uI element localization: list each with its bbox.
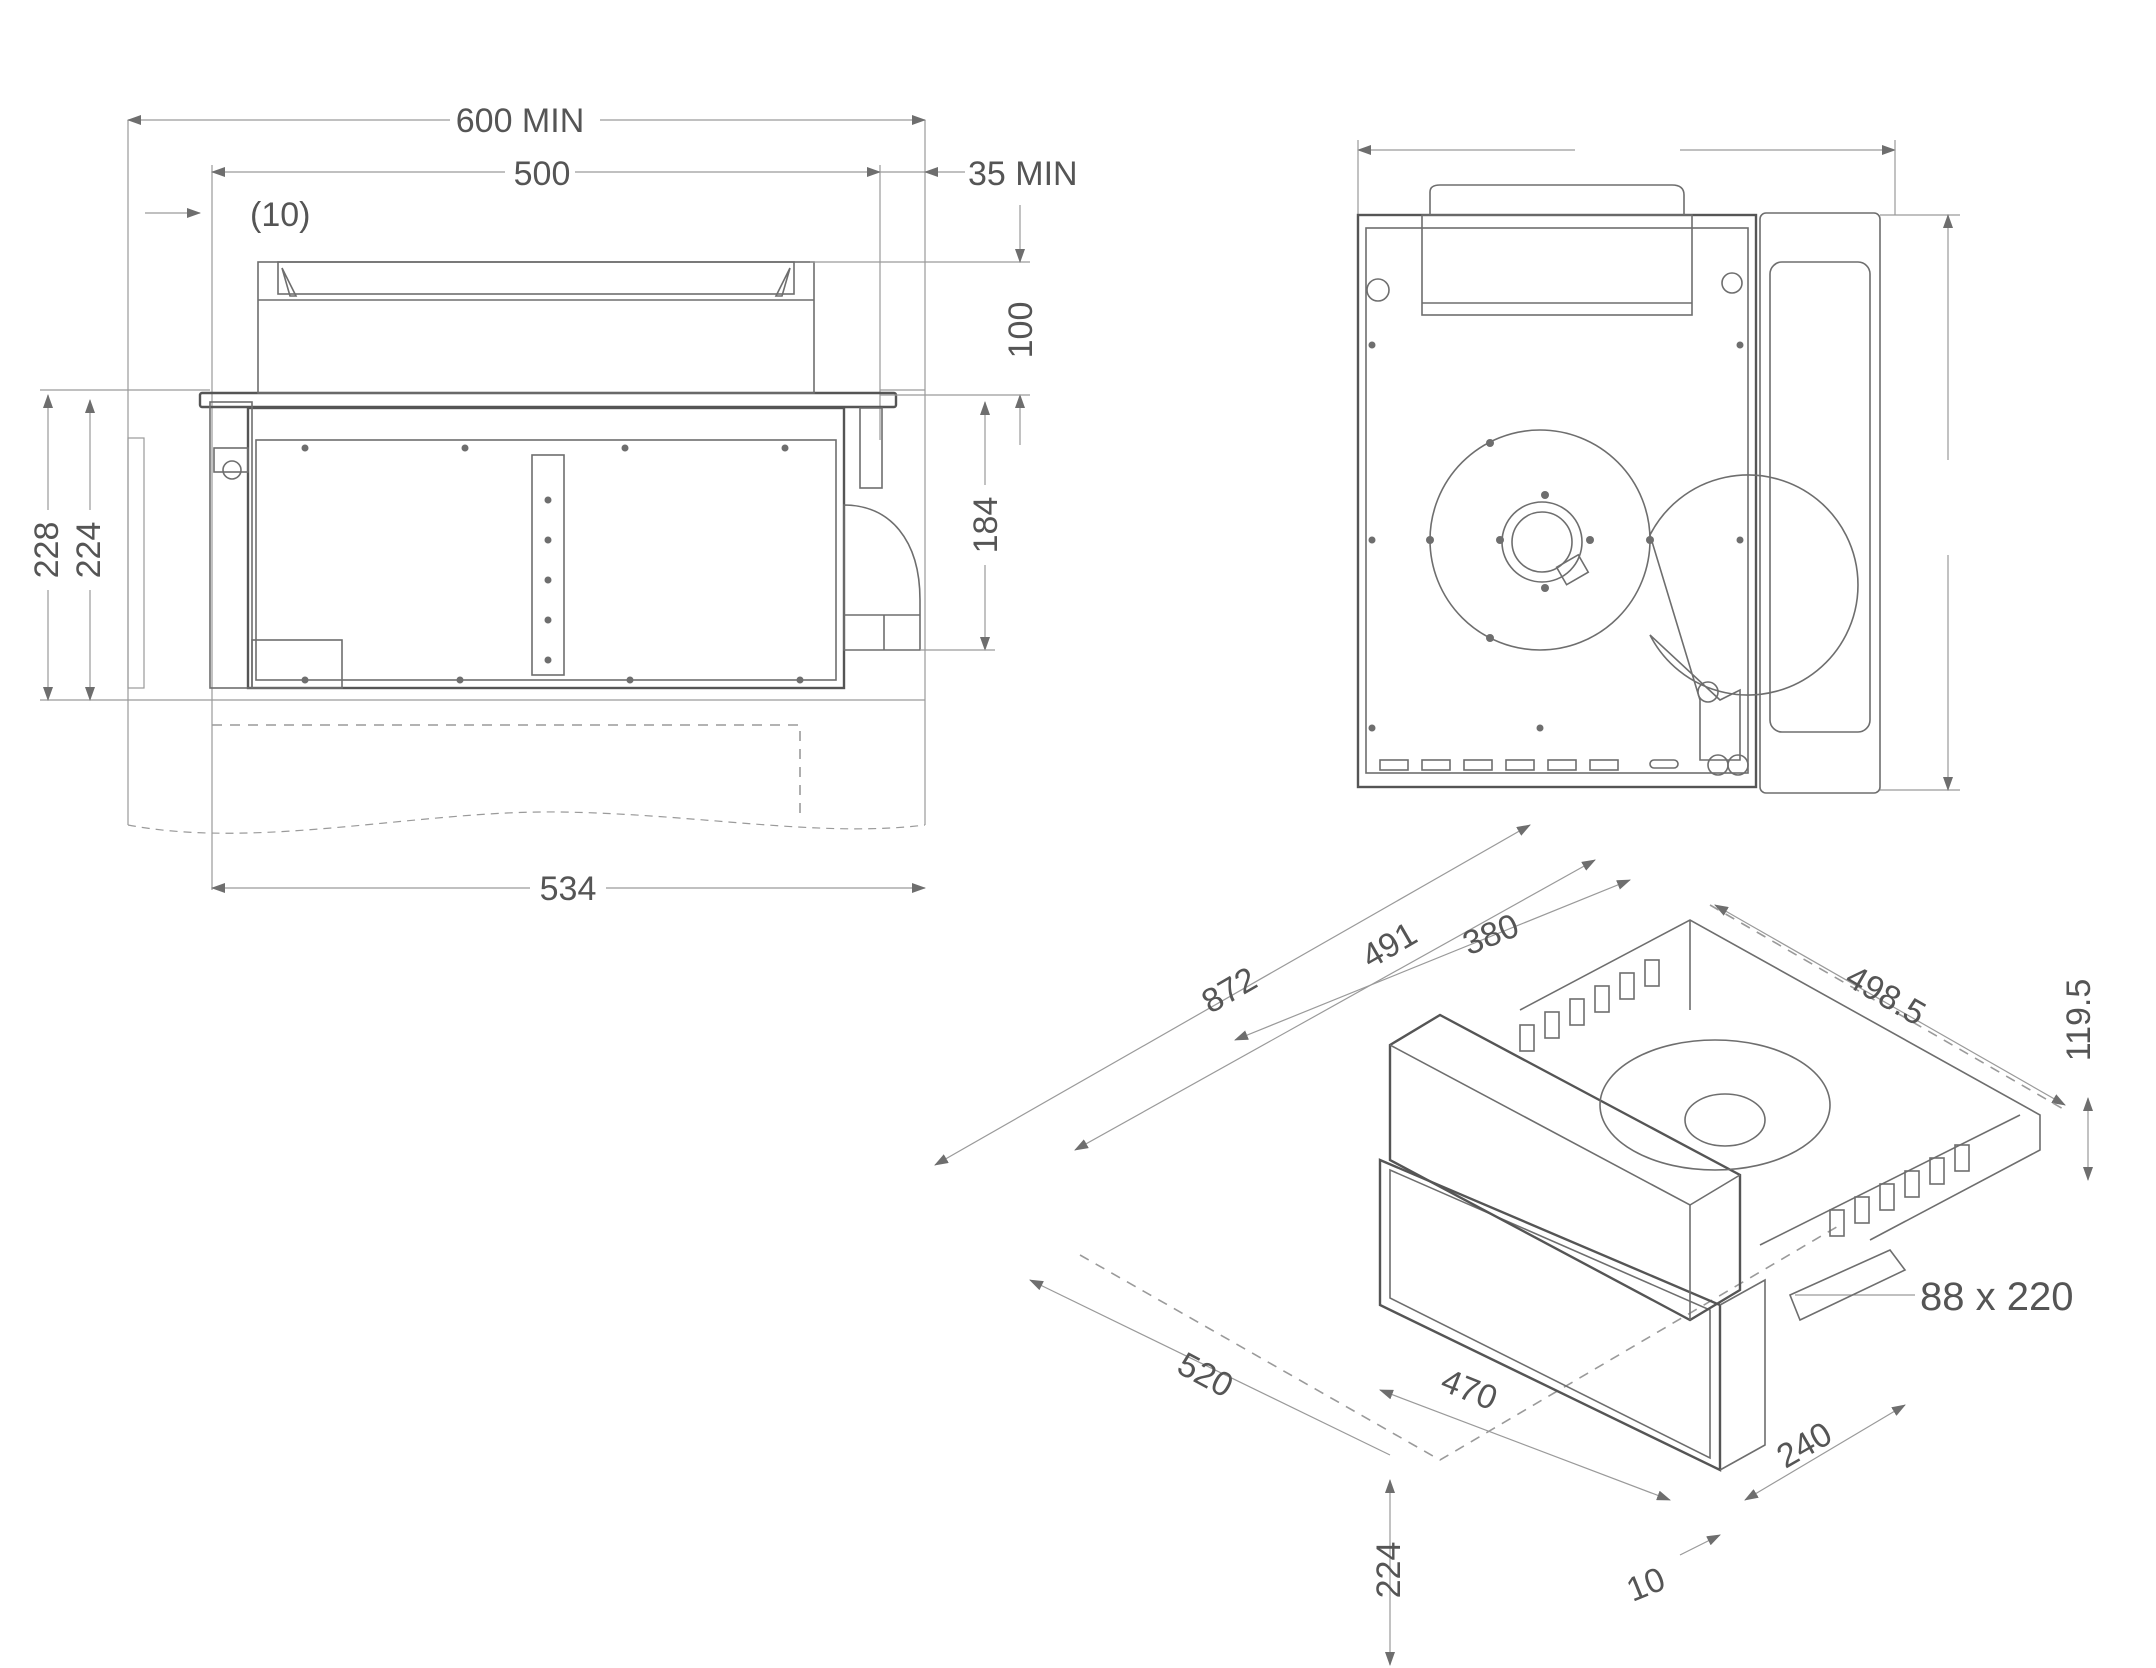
front-dimensions — [43, 115, 1030, 893]
dim-380: 380 — [1457, 907, 1524, 963]
dim-offset-10: (10) — [250, 196, 310, 234]
dim-491: 491 — [1355, 915, 1423, 976]
dim-100: 100 — [1002, 302, 1040, 359]
dim-10-iso: 10 — [1621, 1560, 1670, 1609]
dim-240: 240 — [1770, 1415, 1838, 1476]
dim-600-min: 600 MIN — [456, 102, 585, 140]
dim-470: 470 — [1436, 1362, 1503, 1418]
motor-box — [209, 401, 921, 690]
dim-184: 184 — [967, 497, 1005, 554]
duct-size-label: 88 x 220 — [1920, 1275, 2073, 1319]
dim-228: 228 — [28, 522, 66, 579]
dim-498-5: 498.5 — [1839, 958, 1932, 1033]
riser-assembly — [198, 261, 898, 409]
dim-500: 500 — [514, 155, 571, 193]
dim-35-min: 35 MIN — [968, 155, 1078, 193]
dim-119-5: 119.5 — [2060, 979, 2098, 1062]
front-view: 600 MIN 500 (10) 35 MIN 100 228 224 184 … — [28, 100, 1078, 908]
top-view — [1356, 140, 1960, 794]
dim-534: 534 — [540, 870, 597, 908]
dim-224: 224 — [70, 522, 108, 579]
iso-view: 872 491 380 498.5 119.5 88 x 220 520 470… — [934, 824, 2098, 1666]
dim-872: 872 — [1195, 960, 1263, 1021]
dim-224-iso: 224 — [1370, 1542, 1408, 1599]
worktop-outline — [40, 120, 926, 890]
